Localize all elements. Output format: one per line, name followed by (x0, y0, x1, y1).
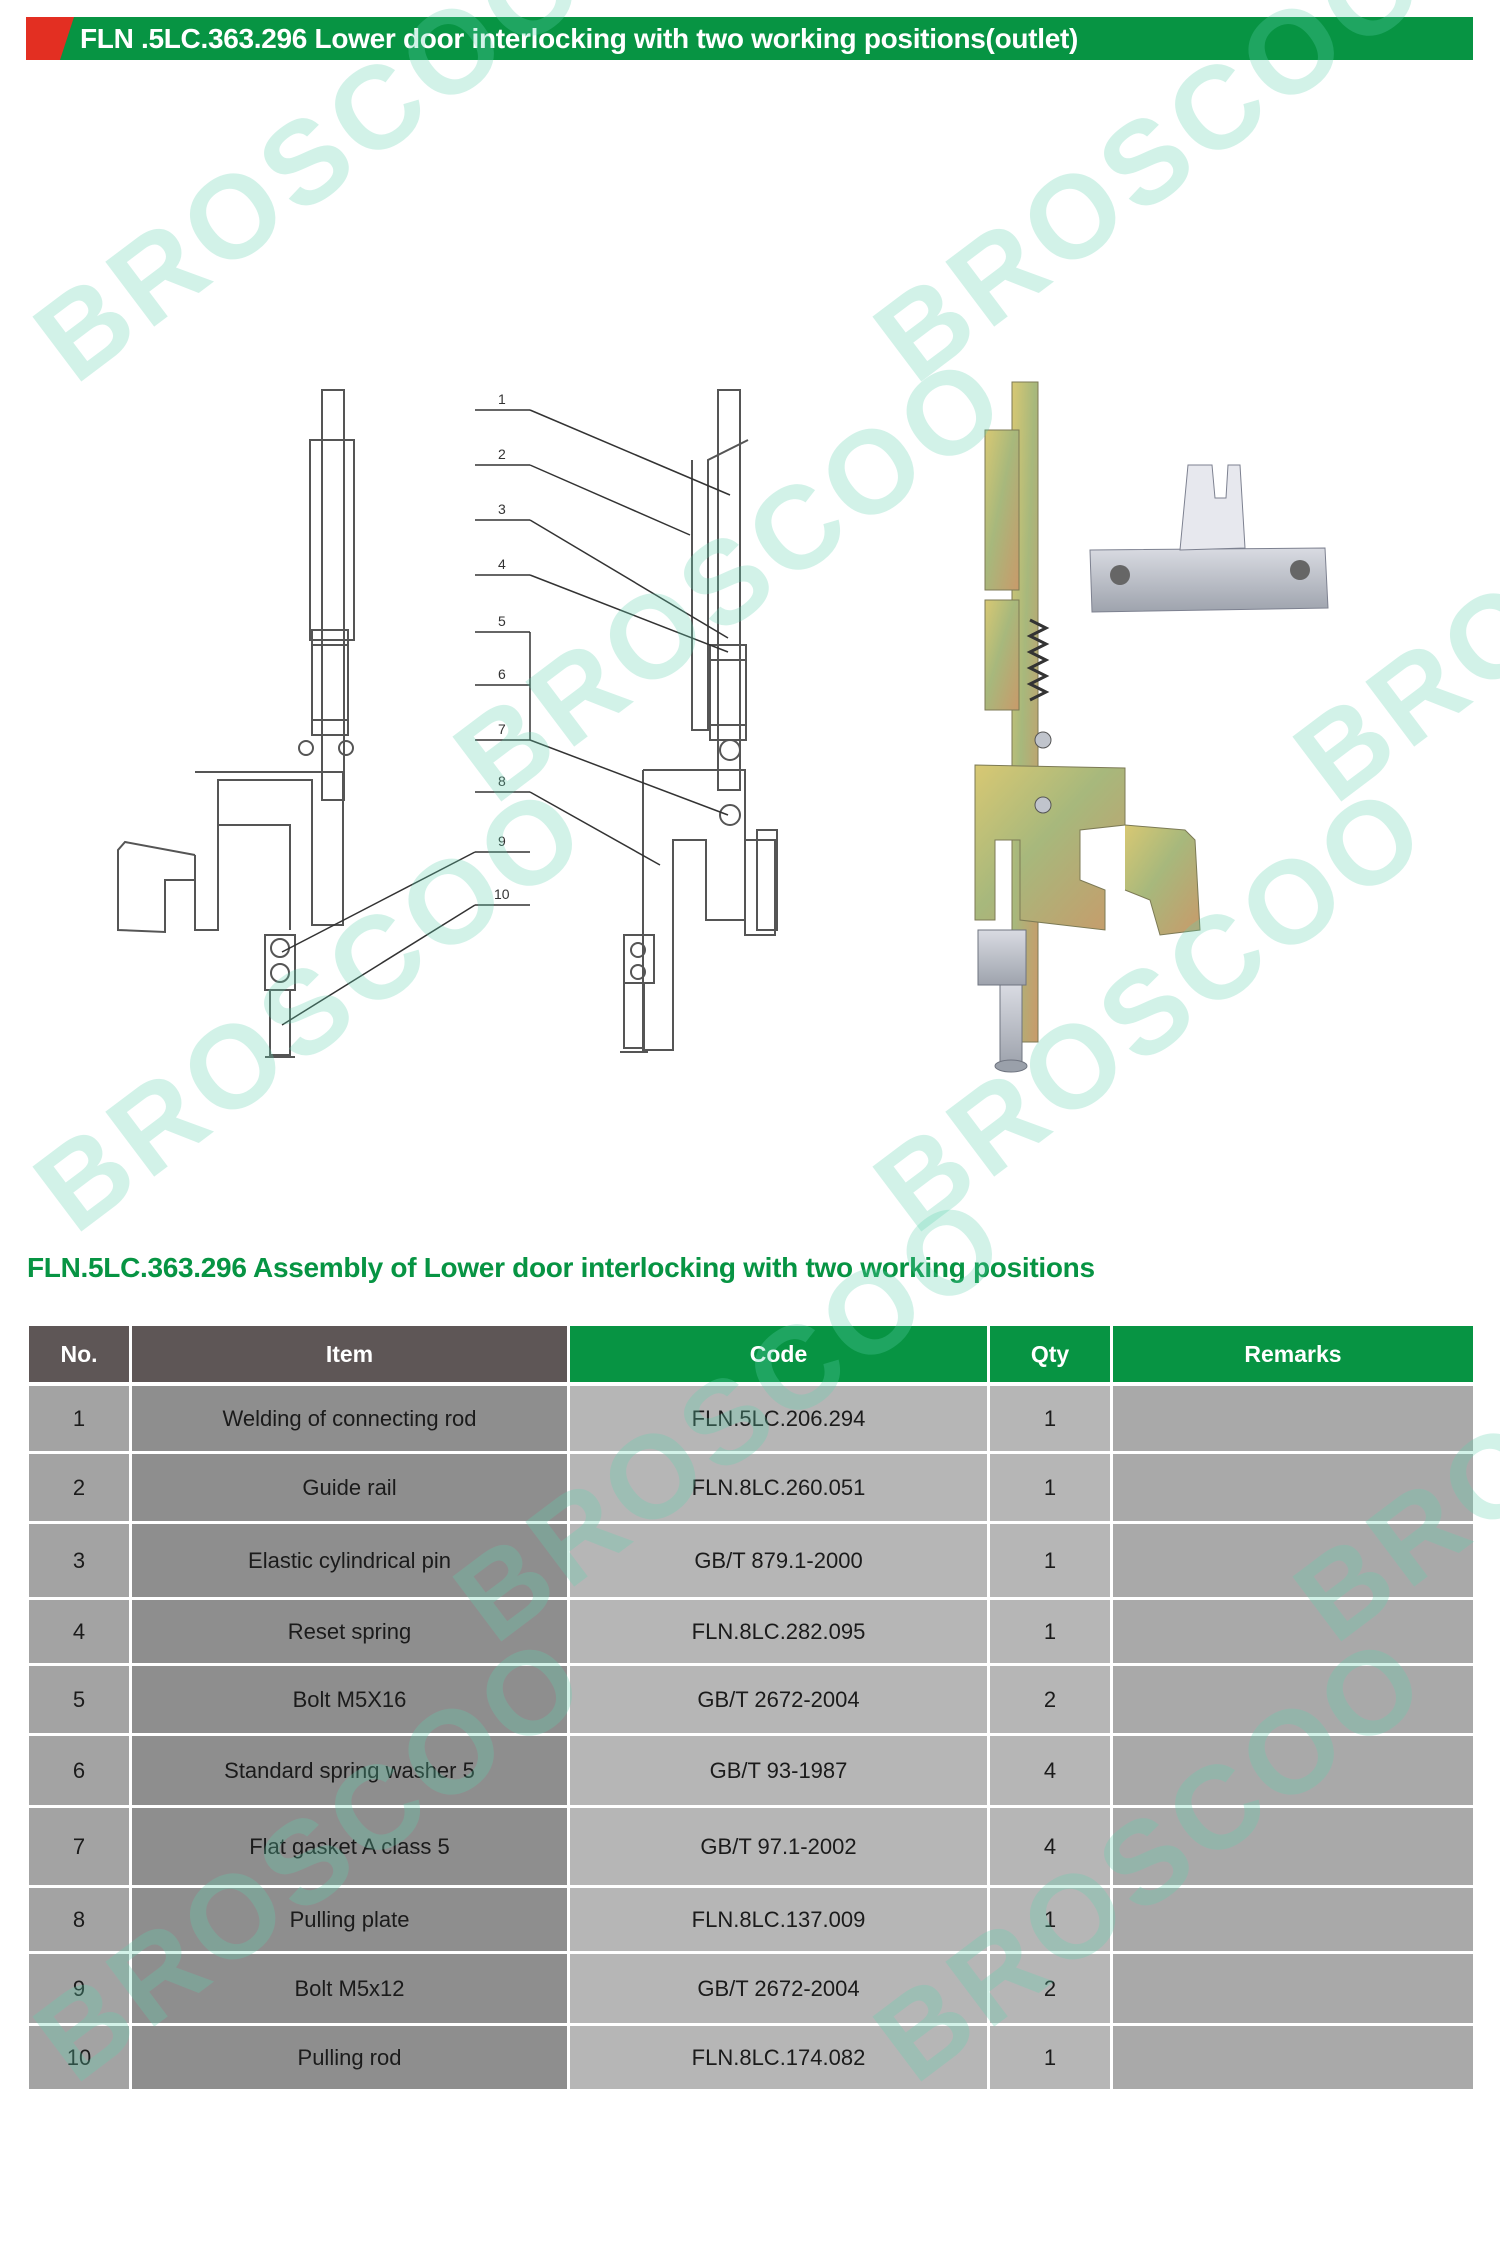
cell-code: GB/T 2672-2004 (570, 1954, 987, 2026)
cell-qty: 4 (990, 1808, 1110, 1888)
cell-remarks (1113, 1386, 1473, 1454)
left-rod (321, 389, 345, 801)
cell-no: 6 (29, 1736, 129, 1808)
watermark: BROSCOO (11, 0, 612, 408)
table-row: 4 Reset spring FLN.8LC.282.095 1 (29, 1600, 1473, 1666)
callout-1: 1 (498, 391, 506, 407)
parts-table: No. Item Code Qty Remarks 1 Welding of c… (26, 1326, 1476, 2092)
cell-qty: 1 (990, 1888, 1110, 1954)
cell-code: FLN.8LC.137.009 (570, 1888, 987, 1954)
callout-10: 10 (494, 886, 510, 902)
table-row: 10 Pulling rod FLN.8LC.174.082 1 (29, 2026, 1473, 2092)
callout-5: 5 (498, 613, 506, 629)
table-row: 2 Guide rail FLN.8LC.260.051 1 (29, 1454, 1473, 1524)
cell-remarks (1113, 1524, 1473, 1600)
cell-no: 5 (29, 1666, 129, 1736)
cell-no: 1 (29, 1386, 129, 1454)
table-row: 3 Elastic cylindrical pin GB/T 879.1-200… (29, 1524, 1473, 1600)
page-title: FLN .5LC.363.296 Lower door interlocking… (80, 23, 1079, 54)
cell-code: FLN.8LC.260.051 (570, 1454, 987, 1524)
table-row: 6 Standard spring washer 5 GB/T 93-1987 … (29, 1736, 1473, 1808)
cell-qty: 1 (990, 1454, 1110, 1524)
cell-item: Pulling plate (132, 1888, 567, 1954)
cell-remarks (1113, 1888, 1473, 1954)
cell-code: GB/T 93-1987 (570, 1736, 987, 1808)
cell-qty: 1 (990, 1386, 1110, 1454)
cell-code: GB/T 2672-2004 (570, 1666, 987, 1736)
cell-item: Reset spring (132, 1600, 567, 1666)
header-remarks: Remarks (1113, 1326, 1473, 1386)
cell-code: FLN.5LC.206.294 (570, 1386, 987, 1454)
callout-7: 7 (498, 721, 506, 737)
cell-item: Flat gasket A class 5 (132, 1808, 567, 1888)
header-no: No. (29, 1326, 129, 1386)
cell-item: Bolt M5x12 (132, 1954, 567, 2026)
header-code: Code (570, 1326, 987, 1386)
cell-remarks (1113, 1454, 1473, 1524)
cell-code: FLN.8LC.174.082 (570, 2026, 987, 2092)
cell-code: GB/T 879.1-2000 (570, 1524, 987, 1600)
cell-no: 7 (29, 1808, 129, 1888)
table-row: 7 Flat gasket A class 5 GB/T 97.1-2002 4 (29, 1808, 1473, 1888)
cell-no: 2 (29, 1454, 129, 1524)
header-item: Item (132, 1326, 567, 1386)
table-row: 1 Welding of connecting rod FLN.5LC.206.… (29, 1386, 1473, 1454)
table-header-row: No. Item Code Qty Remarks (29, 1326, 1473, 1386)
header-qty: Qty (990, 1326, 1110, 1386)
cell-code: FLN.8LC.282.095 (570, 1600, 987, 1666)
cell-item: Welding of connecting rod (132, 1386, 567, 1454)
table-row: 5 Bolt M5X16 GB/T 2672-2004 2 (29, 1666, 1473, 1736)
cell-no: 9 (29, 1954, 129, 2026)
cell-qty: 1 (990, 2026, 1110, 2092)
callout-labels: 1 2 3 4 5 6 7 8 9 10 (494, 391, 510, 902)
callout-8: 8 (498, 773, 506, 789)
cell-item: Standard spring washer 5 (132, 1736, 567, 1808)
cell-qty: 1 (990, 1600, 1110, 1666)
callout-6: 6 (498, 666, 506, 682)
cell-no: 3 (29, 1524, 129, 1600)
title-accent (26, 17, 74, 60)
product-photo (974, 381, 1329, 1073)
cell-qty: 2 (990, 1954, 1110, 2026)
cell-no: 4 (29, 1600, 129, 1666)
cell-code: GB/T 97.1-2002 (570, 1808, 987, 1888)
cell-qty: 2 (990, 1666, 1110, 1736)
callout-3: 3 (498, 501, 506, 517)
cell-item: Elastic cylindrical pin (132, 1524, 567, 1600)
callout-9: 9 (498, 833, 506, 849)
cell-item: Bolt M5X16 (132, 1666, 567, 1736)
callout-4: 4 (498, 556, 506, 572)
cell-remarks (1113, 1736, 1473, 1808)
cell-remarks (1113, 1600, 1473, 1666)
title-bar: FLN .5LC.363.296 Lower door interlocking… (26, 17, 1473, 60)
cell-no: 8 (29, 1888, 129, 1954)
cell-qty: 4 (990, 1736, 1110, 1808)
section-subtitle: FLN.5LC.363.296 Assembly of Lower door i… (27, 1252, 1095, 1283)
cell-no: 10 (29, 2026, 129, 2092)
cell-item: Guide rail (132, 1454, 567, 1524)
cell-remarks (1113, 1808, 1473, 1888)
callout-2: 2 (498, 446, 506, 462)
cell-remarks (1113, 1666, 1473, 1736)
cell-remarks (1113, 2026, 1473, 2092)
table-row: 8 Pulling plate FLN.8LC.137.009 1 (29, 1888, 1473, 1954)
table-row: 9 Bolt M5x12 GB/T 2672-2004 2 (29, 1954, 1473, 2026)
figures: 1 2 3 4 5 6 7 8 9 10 (0, 360, 1500, 1080)
watermark: BROSCOO (851, 0, 1452, 408)
technical-drawing: 1 2 3 4 5 6 7 8 9 10 (117, 381, 1329, 1073)
cell-item: Pulling rod (132, 2026, 567, 2092)
cell-qty: 1 (990, 1524, 1110, 1600)
cell-remarks (1113, 1954, 1473, 2026)
